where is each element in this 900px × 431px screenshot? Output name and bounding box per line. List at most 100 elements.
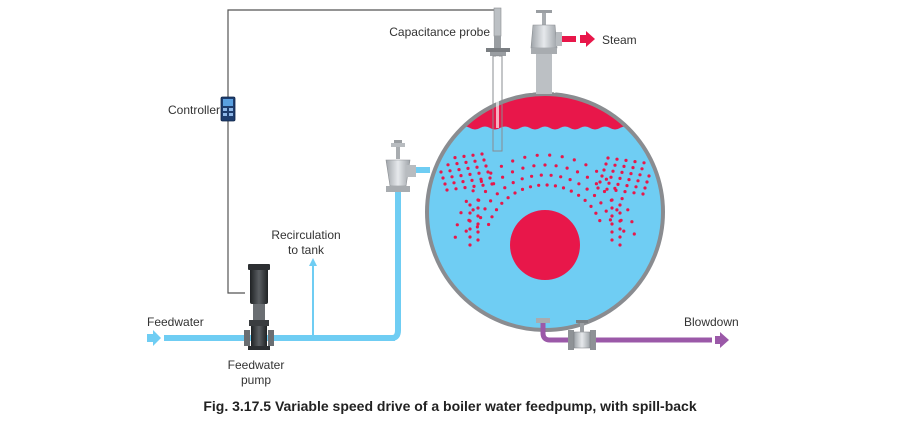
pump-label-line1: Feedwater	[228, 358, 285, 372]
steam-bubble	[625, 184, 629, 188]
steam-bubble	[464, 229, 468, 233]
steam-bubble	[599, 201, 603, 205]
steam-bubble	[530, 174, 534, 178]
steam-bubble	[585, 187, 589, 191]
steam-outlet-pipe	[562, 36, 576, 42]
steam-bubble	[613, 163, 617, 167]
figure-caption: Fig. 3.17.5 Variable speed drive of a bo…	[203, 398, 697, 414]
steam-bubble	[459, 211, 463, 215]
feedwater-inlet-arrow	[147, 330, 161, 346]
recirculation-label-line2: to tank	[288, 243, 325, 257]
steam-bubble	[468, 235, 472, 239]
steam-bubble	[506, 196, 510, 200]
steam-bubble	[640, 167, 644, 171]
steam-bubble	[611, 169, 615, 173]
steam-bubble	[471, 153, 475, 157]
steam-bubble	[618, 219, 622, 223]
steam-bubble	[510, 170, 515, 174]
steam-bubble	[448, 169, 452, 173]
steam-bubble	[455, 162, 459, 166]
steam-bubble	[626, 208, 630, 212]
blowdown-pipe	[536, 318, 712, 343]
steam-bubble	[468, 227, 472, 231]
steam-bubble	[535, 153, 539, 157]
steam-bubble	[476, 214, 480, 218]
recirculation-label-line1: Recirculation	[271, 228, 340, 242]
steam-bubble	[595, 169, 599, 173]
steam-bubble	[453, 156, 457, 160]
steam-bubble	[475, 225, 479, 229]
steam-bubbles	[439, 152, 651, 247]
steam-bubble	[594, 182, 599, 186]
feed-valve-icon	[385, 140, 416, 192]
steam-bubble	[503, 186, 507, 190]
steam-bubble	[459, 174, 463, 178]
controller-label: Controller	[168, 103, 220, 117]
steam-bubble	[634, 185, 638, 189]
steam-bubble	[492, 182, 496, 186]
steam-bubble	[462, 154, 466, 158]
steam-bubble	[604, 209, 608, 213]
capacitance-probe-label: Capacitance probe	[389, 25, 490, 39]
steam-bubble	[631, 166, 635, 170]
steam-bubble	[554, 164, 558, 168]
steam-bubble	[548, 153, 552, 157]
steam-bubble	[583, 198, 587, 202]
steam-bubble	[450, 175, 454, 179]
steam-bubble	[553, 184, 558, 188]
steam-bubble	[479, 216, 483, 220]
steam-outlet-arrow	[580, 31, 595, 47]
steam-bubble	[598, 219, 602, 223]
steam-bubble	[499, 164, 503, 168]
blowdown-outlet-arrow	[715, 332, 729, 348]
steam-bubble	[643, 186, 647, 190]
steam-bubble	[487, 222, 491, 227]
steam-bubble	[585, 175, 590, 179]
blowdown-label: Blowdown	[684, 315, 739, 329]
recirculation-arrow	[309, 258, 317, 266]
blowdown-valve-icon	[568, 320, 596, 350]
steam-bubble	[457, 168, 461, 172]
steam-bubble	[559, 175, 563, 179]
steam-bubble	[624, 158, 628, 162]
steam-bubble	[622, 229, 626, 233]
steam-bubble	[528, 185, 533, 189]
steam-bubble	[602, 189, 607, 194]
steam-bubble	[513, 191, 517, 195]
steam-bubble	[543, 163, 547, 167]
steam-bubble	[475, 165, 479, 169]
steam-bubble	[565, 166, 569, 170]
steam-bubble	[476, 206, 480, 210]
steam-bubble	[488, 176, 492, 180]
steam-bubble	[468, 211, 472, 215]
steam-bubble	[455, 223, 459, 227]
steam-bubble	[443, 182, 447, 186]
steam-bubble	[537, 183, 541, 187]
steam-bubble	[483, 207, 487, 211]
steam-bubble	[470, 178, 474, 182]
steam-bubble	[473, 159, 477, 163]
steam-bubble	[568, 178, 572, 182]
steam-bubble	[521, 166, 525, 170]
steam-bubble	[500, 201, 504, 205]
steam-bubble	[608, 218, 613, 222]
steam-bubble	[645, 180, 649, 184]
steam-bubble	[577, 182, 581, 186]
steam-bubble	[452, 181, 456, 185]
steam-bubble	[476, 198, 480, 202]
steam-bubble	[632, 191, 636, 195]
steam-bubble	[539, 173, 543, 177]
steam-bubble	[577, 193, 581, 197]
steam-bubble	[476, 222, 480, 226]
steam-bubble	[632, 232, 636, 236]
steam-bubble	[575, 170, 580, 174]
steam-bubble	[479, 179, 483, 183]
steam-bubble	[468, 243, 472, 247]
steam-bubble	[439, 170, 443, 174]
steam-bubble	[453, 235, 457, 239]
steam-bubble	[610, 222, 614, 226]
steam-bubble	[482, 158, 486, 162]
steam-bubble	[584, 163, 588, 167]
steam-bubble	[480, 152, 484, 156]
